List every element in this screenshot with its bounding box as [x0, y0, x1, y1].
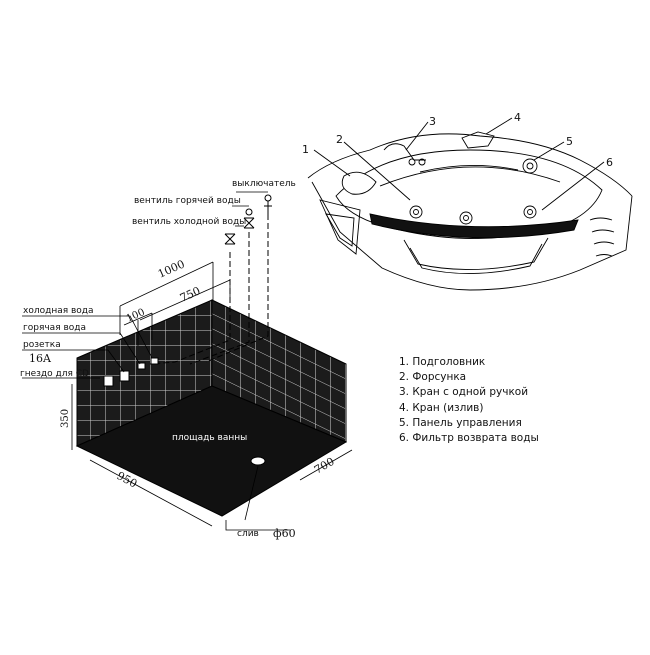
callout-3: 3	[429, 115, 436, 128]
cd-socket-label: гнездо для CD	[20, 369, 89, 379]
bath-area-label: площадь ванны	[172, 433, 247, 443]
hot-valve-label: вентиль горячей воды	[134, 196, 241, 206]
callout-1: 1	[302, 143, 309, 156]
dimension-lines	[71, 261, 353, 531]
hot-water-label: горячая вода	[23, 323, 86, 333]
legend-item: 6. Фильтр возврата воды	[399, 432, 539, 445]
water-pipes	[149, 214, 269, 365]
dim-100: 100	[125, 307, 147, 325]
legend-item: 2. Форсунка	[399, 371, 467, 384]
bathtub-callouts: 1 2 3 4 5 6	[302, 111, 613, 169]
callout-5: 5	[566, 135, 573, 148]
installation-drawing: выключатель вентиль горячей воды вентиль…	[20, 179, 353, 540]
bath-floor-area	[75, 385, 348, 517]
callout-2: 2	[336, 133, 343, 146]
cold-water-label: холодная вода	[23, 306, 94, 316]
legend-item: 3. Кран с одной ручкой	[399, 386, 529, 399]
filter-band	[369, 213, 579, 239]
legend-item: 4. Кран (излив)	[399, 401, 484, 414]
socket-rating: 16A	[29, 352, 52, 365]
switch-label: выключатель	[232, 179, 296, 189]
bathtub-drawing	[307, 117, 633, 291]
socket-label: розетка	[23, 340, 61, 350]
legend-item: 1. Подголовник	[399, 356, 486, 368]
parts-legend: 1. Подголовник 2. Форсунка 3. Кран с одн…	[399, 355, 639, 446]
drain-hole	[250, 456, 266, 466]
dim-750: 750	[178, 284, 202, 304]
cold-valve-label: вентиль холодной воды	[132, 217, 246, 227]
callout-6: 6	[606, 156, 613, 169]
label-leaders	[22, 191, 268, 379]
drain-diameter: ф60	[273, 527, 296, 540]
valves	[224, 194, 272, 245]
legend-item: 5. Панель управления	[399, 416, 522, 429]
callout-4: 4	[514, 111, 521, 124]
wall-fixtures	[103, 357, 159, 387]
dim-1000: 1000	[156, 257, 187, 280]
dim-350: 350	[60, 409, 71, 428]
drain-label: слив	[237, 529, 259, 539]
